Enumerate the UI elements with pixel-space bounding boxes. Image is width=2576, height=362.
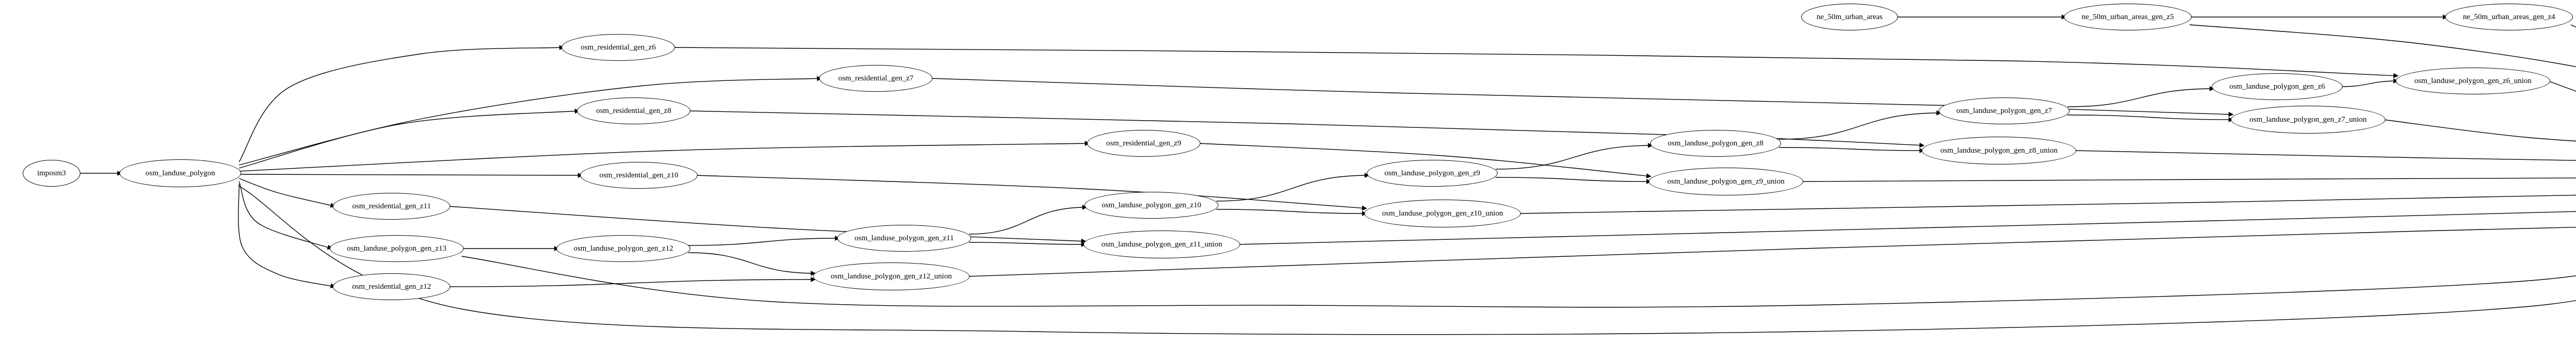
edge-osm_landuse_polygon_gen_z7-to-osm_landuse_polygon_gen_z7_union (2067, 114, 2234, 122)
edge-osm_landuse_polygon_gen_z9_union-to-layer-landuse-z9 (1801, 177, 2576, 182)
node-osm-landuse-polygon-gen-z12: osm_landuse_polygon_gen_z12 (556, 235, 690, 262)
edge-osm_landuse_polygon_gen_z7-to-osm_landuse_polygon_gen_z6 (2067, 86, 2215, 107)
node-osm-residential-gen-z6: osm_residential_gen_z6 (562, 34, 675, 61)
node-osm-residential-gen-z8: osm_residential_gen_z8 (577, 97, 690, 124)
edge-osm_residential_gen_z9-to-osm_landuse_polygon_gen_z9_union (1198, 143, 1652, 179)
edge-osm_landuse_polygon_gen_z10-to-osm_landuse_polygon_gen_z9 (1216, 173, 1370, 202)
node-osm-landuse-polygon-gen-z11-union: osm_landuse_polygon_gen_z11_union (1083, 231, 1240, 258)
node-label: ne_50m_urban_areas_gen_z4 (2463, 12, 2555, 21)
node-osm-residential-gen-z12: osm_residential_gen_z12 (333, 273, 450, 300)
edge-osm_landuse_polygon_gen_z10_union-to-layer-landuse-z10 (1518, 194, 2576, 214)
edge-osm_landuse_polygon_gen_z8-to-osm_landuse_polygon_gen_z8_union (1778, 147, 1925, 153)
node-label: osm_landuse_polygon_gen_z7 (1956, 106, 2052, 115)
node-osm-landuse-polygon-gen-z9-union: osm_landuse_polygon_gen_z9_union (1649, 168, 1803, 195)
node-label: osm_residential_gen_z9 (1106, 139, 1181, 147)
edge-osm_landuse_polygon_gen_z12-to-osm_landuse_polygon_gen_z12_union (688, 252, 816, 276)
node-label: osm_residential_gen_z8 (596, 106, 671, 115)
edge-osm_landuse_polygon_gen_z12-to-osm_landuse_polygon_gen_z11 (688, 236, 840, 246)
node-label: osm_landuse_polygon_gen_z8_union (1940, 146, 2058, 155)
node-label: osm_landuse_polygon_gen_z9 (1384, 169, 1480, 177)
edge-osm_landuse_polygon_gen_z12_union-to-layer-landuse-z12 (967, 226, 2576, 277)
edge-osm_landuse_polygon_gen_z7_union-to-layer-landuse-z7 (2383, 119, 2576, 142)
node-osm-landuse-polygon-gen-z8: osm_landuse_polygon_gen_z8 (1650, 130, 1781, 157)
node-osm-landuse-polygon-gen-z11: osm_landuse_polygon_gen_z11 (837, 225, 971, 252)
node-label: osm_landuse_polygon_gen_z7_union (2249, 115, 2367, 124)
node-ne-50m-urban-areas: ne_50m_urban_areas (1801, 4, 1898, 30)
node-osm-landuse-polygon: osm_landuse_polygon (120, 159, 241, 187)
edge-osm_landuse_polygon_gen_z8_union-to-layer-landuse-z8 (2074, 150, 2576, 161)
node-label: osm_landuse_polygon_gen_z9_union (1667, 177, 1785, 186)
node-osm-residential-gen-z9: osm_residential_gen_z9 (1087, 130, 1200, 157)
node-label: osm_residential_gen_z10 (599, 171, 679, 179)
node-osm-landuse-polygon-gen-z13: osm_landuse_polygon_gen_z13 (330, 235, 464, 262)
node-label: osm_landuse_polygon_gen_z6_union (2414, 76, 2532, 85)
node-osm-landuse-polygon-gen-z8-union: osm_landuse_polygon_gen_z8_union (1922, 137, 2076, 164)
edge-osm_landuse_polygon-to-osm_residential_gen_z7 (239, 76, 822, 166)
node-label: osm_residential_gen_z7 (838, 74, 913, 83)
edge-osm_landuse_polygon_gen_z8-to-osm_landuse_polygon_gen_z7 (1778, 110, 1942, 140)
edge-osm_residential_gen_z12-to-osm_landuse_polygon_gen_z12_union (448, 277, 816, 287)
edge-osm_landuse_polygon-to-osm_residential_gen_z8 (239, 108, 580, 169)
edge-osm_landuse_polygon_gen_z11-to-osm_landuse_polygon_gen_z10 (969, 205, 1088, 235)
edge-osm_landuse_polygon-to-osm_residential_gen_z9 (239, 141, 1090, 172)
node-osm-landuse-polygon-gen-z10: osm_landuse_polygon_gen_z10 (1084, 192, 1218, 219)
edge-osm_landuse_polygon_gen_z6_union-to-layer-landuse-z6 (2548, 80, 2576, 92)
edge-osm_landuse_polygon-to-osm_landuse_polygon_gen_z13 (239, 181, 333, 250)
edge-osm_landuse_polygon_gen_z11-to-osm_landuse_polygon_gen_z11_union (969, 242, 1087, 247)
node-label: osm_landuse_polygon_gen_z10_union (1382, 209, 1503, 218)
node-osm-landuse-polygon-gen-z7: osm_landuse_polygon_gen_z7 (1939, 97, 2070, 124)
edge-osm_landuse_polygon_gen_z11_union-to-layer-landuse-z11 (1238, 211, 2576, 245)
edge-osm_landuse_polygon-to-osm_residential_gen_z12 (238, 184, 336, 289)
edge-osm_residential_gen_z6-to-osm_landuse_polygon_gen_z6_union (672, 47, 2399, 78)
edge-osm_landuse_polygon_gen_z6-to-osm_landuse_polygon_gen_z6_union (2340, 78, 2399, 87)
node-label: imposm3 (37, 169, 66, 177)
edge-osm_landuse_polygon-to-osm_residential_gen_z10 (239, 173, 583, 178)
node-label: ne_50m_urban_areas_gen_z5 (2081, 12, 2174, 21)
node-label: osm_landuse_polygon_gen_z6 (2229, 82, 2325, 91)
edge-osm_landuse_polygon_gen_z10-to-osm_landuse_polygon_gen_z10_union (1216, 209, 1367, 216)
node-label: osm_landuse_polygon_gen_z12_union (831, 272, 952, 281)
edge-osm_landuse_polygon_gen_z9-to-osm_landuse_polygon_gen_z9_union (1495, 177, 1652, 184)
node-osm-landuse-polygon-gen-z6-union: osm_landuse_polygon_gen_z6_union (2396, 68, 2550, 94)
node-osm-landuse-polygon-gen-z12-union: osm_landuse_polygon_gen_z12_union (813, 262, 970, 290)
node-imposm3: imposm3 (23, 160, 80, 187)
edge-ne_50m_urban_areas_gen_z4-to-layer-landuse-z4 (2570, 24, 2576, 28)
node-label: osm_landuse_polygon_gen_z11 (854, 234, 954, 242)
edge-osm_residential_gen_z11-to-osm_landuse_polygon_gen_z11_union (448, 206, 1087, 244)
node-label: osm_landuse_polygon_gen_z13 (347, 244, 447, 253)
edge-osm_landuse_polygon_gen_z9-to-osm_landuse_polygon_gen_z8 (1495, 143, 1653, 170)
node-label: osm_residential_gen_z6 (581, 43, 656, 52)
node-osm-residential-gen-z11: osm_residential_gen_z11 (333, 193, 450, 220)
node-label: osm_landuse_polygon_gen_z10 (1101, 201, 1201, 209)
edge-osm_residential_gen_z10-to-osm_landuse_polygon_gen_z10_union (695, 175, 1367, 211)
node-osm-residential-gen-z10: osm_residential_gen_z10 (580, 162, 698, 189)
node-label: ne_50m_urban_areas (1816, 12, 1883, 21)
edge-osm_landuse_polygon-to-osm_residential_gen_z6 (239, 45, 565, 162)
node-label: osm_residential_gen_z12 (352, 282, 431, 291)
node-label: osm_landuse_polygon_gen_z11_union (1101, 240, 1223, 249)
node-osm-landuse-polygon-gen-z10-union: osm_landuse_polygon_gen_z10_union (1364, 200, 1521, 227)
node-osm-residential-gen-z7: osm_residential_gen_z7 (819, 65, 933, 92)
node-label: osm_residential_gen_z11 (352, 202, 431, 210)
node-label: osm_landuse_polygon_gen_z12 (573, 244, 673, 253)
node-osm-landuse-polygon-gen-z9: osm_landuse_polygon_gen_z9 (1367, 160, 1498, 187)
edge-osm_landuse_polygon-to-layer-landuse-z14plus (239, 186, 2576, 335)
node-label: osm_landuse_polygon_gen_z8 (1668, 139, 1764, 147)
node-osm-landuse-polygon-gen-z6: osm_landuse_polygon_gen_z6 (2212, 73, 2343, 100)
node-ne-50m-urban-areas-gen-z5: ne_50m_urban_areas_gen_z5 (2064, 4, 2192, 30)
node-ne-50m-urban-areas-gen-z4: ne_50m_urban_areas_gen_z4 (2445, 4, 2573, 30)
node-osm-landuse-polygon-gen-z7-union: osm_landuse_polygon_gen_z7_union (2231, 106, 2385, 134)
edge-osm_landuse_polygon_gen_z13-to-layer-landuse-z13 (461, 256, 2576, 308)
edge-osm_landuse_polygon-to-osm_residential_gen_z11 (239, 178, 336, 208)
node-label: osm_landuse_polygon (145, 169, 215, 177)
edge-ne_50m_urban_areas_gen_z5-to-layer-landuse-z5 (2189, 24, 2576, 68)
